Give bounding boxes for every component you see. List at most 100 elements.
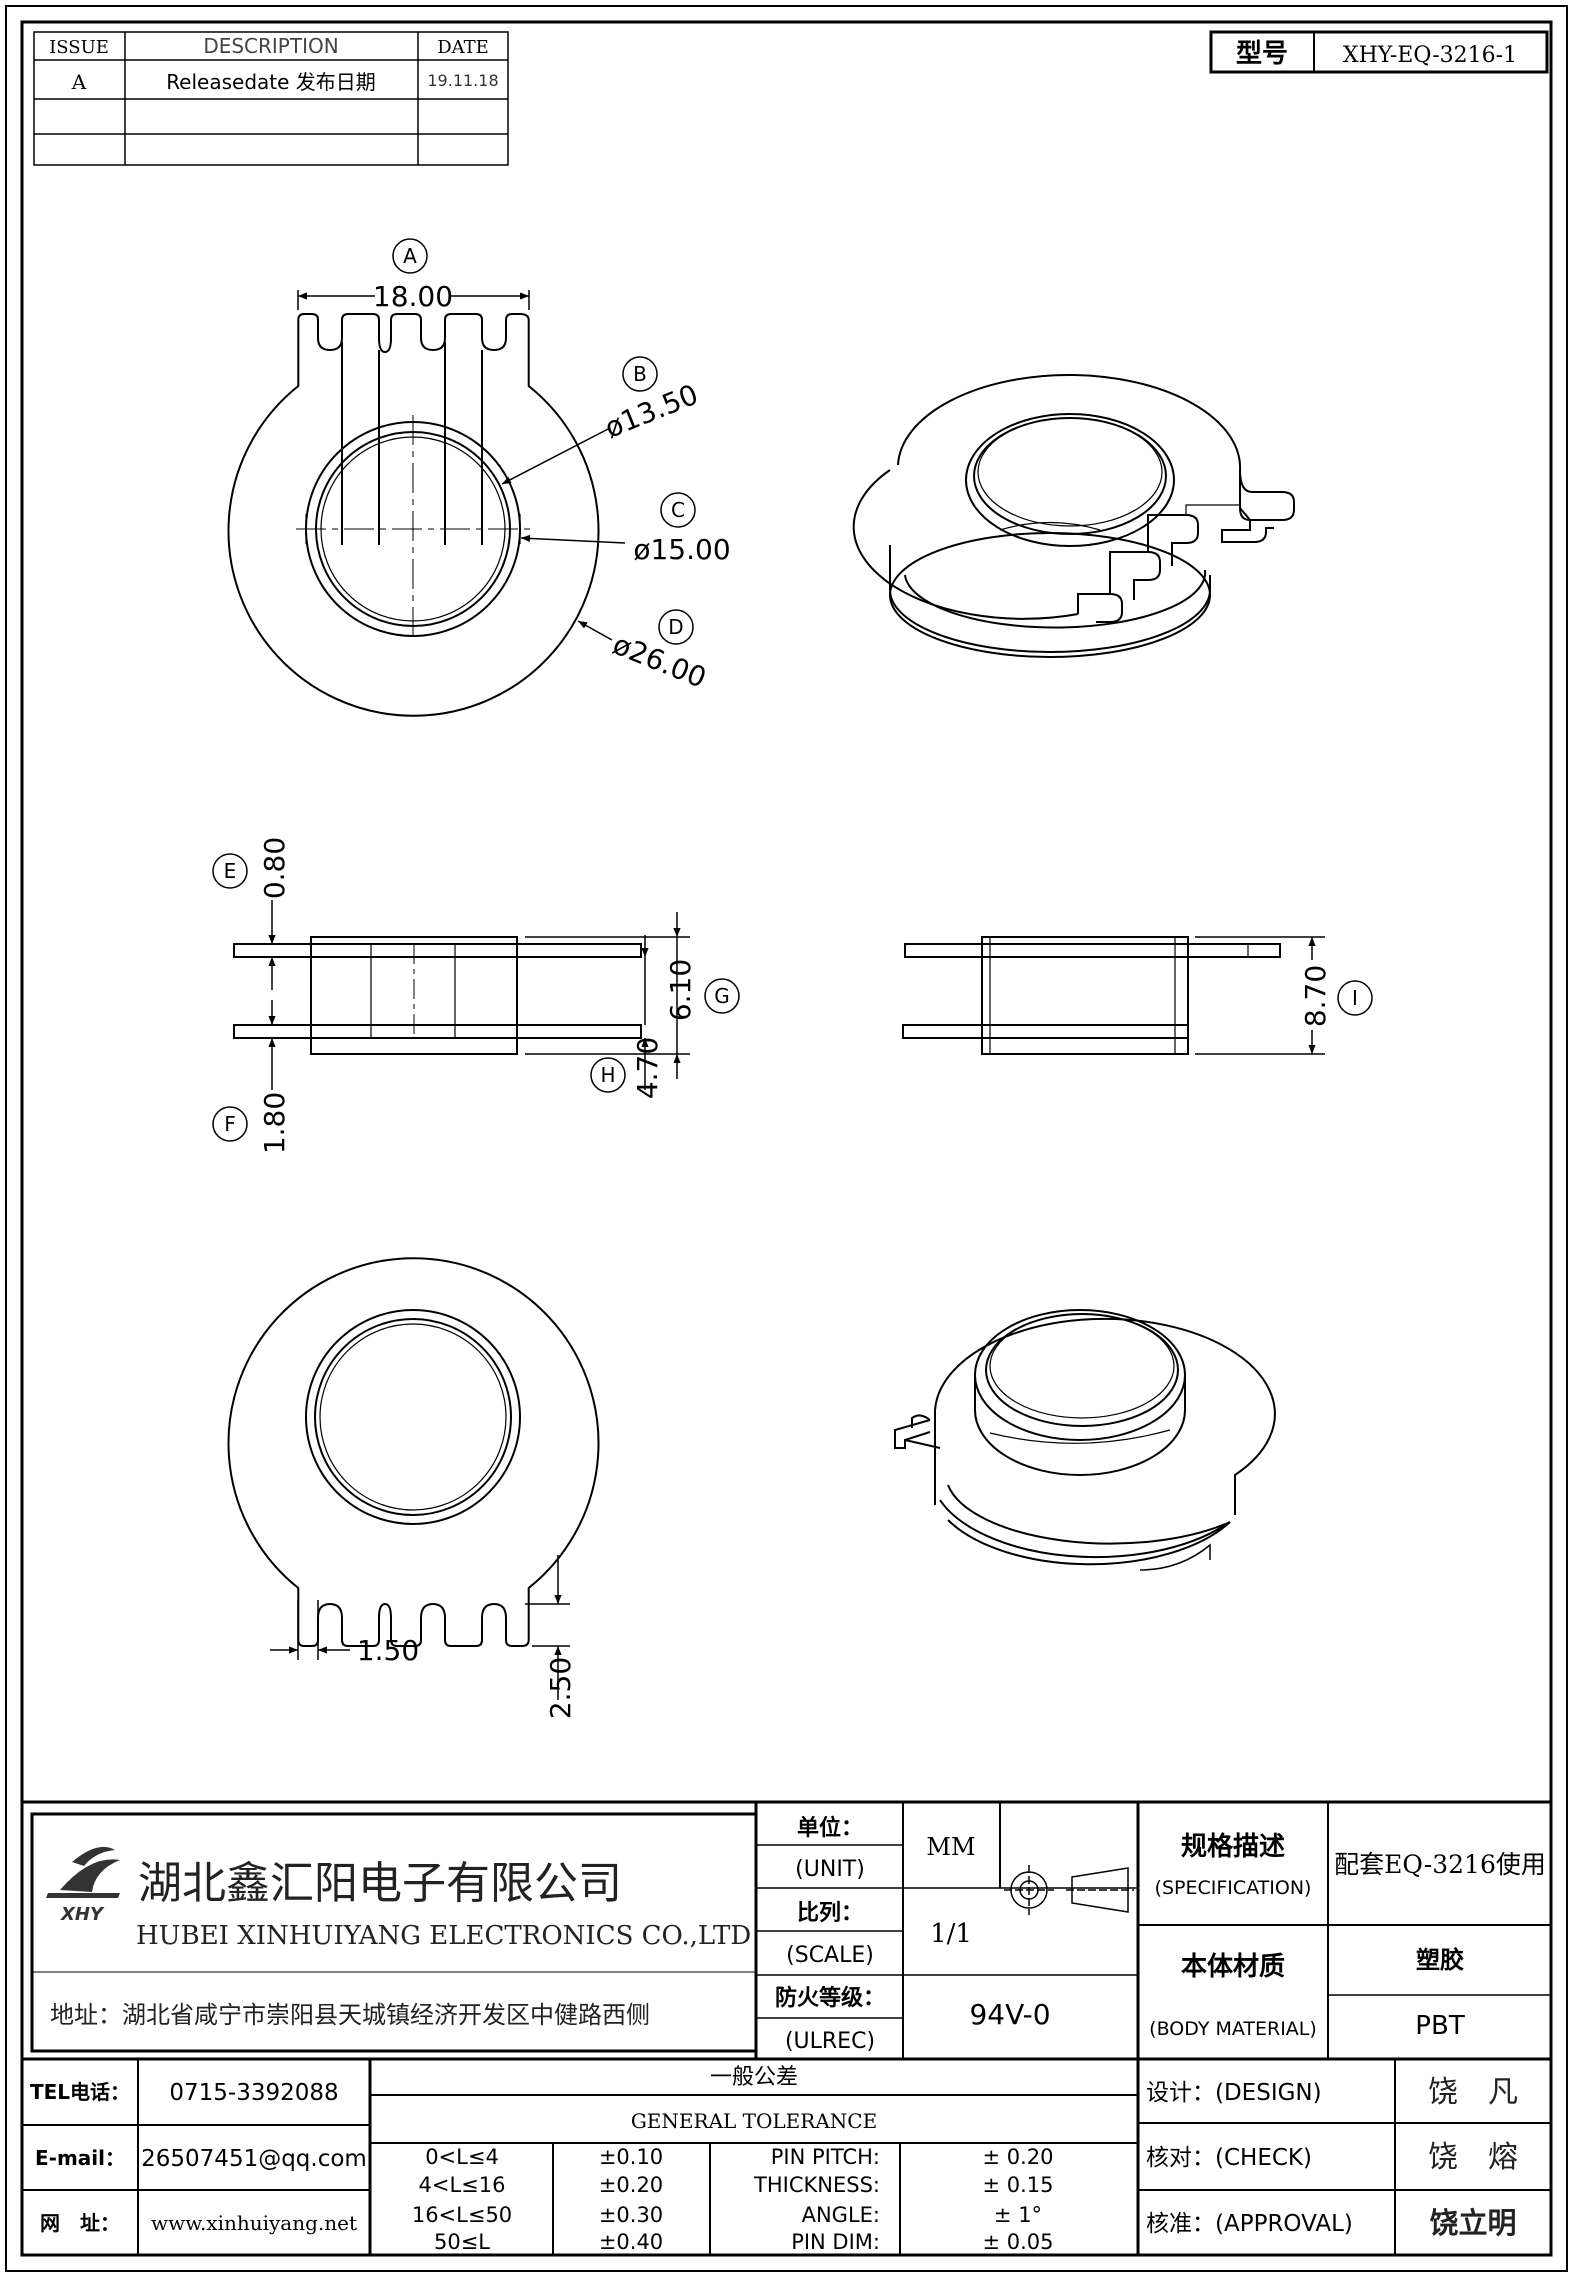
unit-label-en: (UNIT)	[795, 1857, 865, 1882]
tolerance-value: ±0.30	[599, 2203, 663, 2227]
dim-h-lines	[590, 935, 649, 1093]
dim-h-value: 4.70	[631, 1037, 664, 1099]
email-label: E-mail：	[35, 2146, 125, 2170]
tolerance-value: ±0.20	[599, 2173, 663, 2197]
material-label-cn: 本体材质	[1181, 1952, 1285, 1982]
dim-g-balloon: G	[714, 984, 730, 1008]
check-name: 饶 熔	[1428, 2140, 1518, 2175]
dim-pin-length-value: 2.50	[544, 1657, 577, 1719]
sheet-border-inner	[20, 20, 1553, 2257]
logo-text: XHY	[60, 1904, 105, 1925]
design-label: 设计：(DESIGN)	[1146, 2080, 1322, 2106]
tolerance-extra-name: PIN DIM:	[791, 2230, 880, 2254]
dim-a-balloon: A	[403, 244, 417, 268]
fire-label-en: (ULREC)	[785, 2029, 875, 2054]
dim-c-lines	[520, 492, 696, 544]
tel-value: 0715-3392088	[169, 2080, 338, 2106]
side-view	[902, 936, 1281, 1055]
dim-d-balloon: D	[668, 615, 683, 639]
web-value: www.xinhuiyang.net	[151, 2211, 357, 2235]
sheet-border-outer	[5, 5, 1568, 2272]
dim-d-lines	[577, 609, 694, 645]
dim-f-balloon: F	[224, 1112, 236, 1136]
tolerance-range: 4<L≤16	[419, 2173, 506, 2197]
dim-f-lines	[212, 1000, 276, 1142]
bottom-view	[227, 1257, 600, 1647]
dim-b-balloon: B	[633, 362, 647, 386]
dim-pin-width-lines	[270, 1600, 350, 1660]
dim-e-lines	[212, 853, 276, 990]
tolerance-value: ±0.10	[599, 2145, 663, 2169]
approval-name: 饶立明	[1429, 2206, 1516, 2240]
front-view	[233, 936, 642, 1055]
rev-row-issue: A	[71, 70, 87, 94]
dim-pin-width-value: 1.50	[357, 1634, 419, 1667]
scale-label-en: (SCALE)	[786, 1943, 874, 1968]
company-logo-icon	[46, 1846, 120, 1898]
rev-header-description: DESCRIPTION	[203, 34, 338, 58]
material-cn: 塑胶	[1416, 1946, 1464, 1974]
tolerance-title-en: GENERAL TOLERANCE	[631, 2109, 877, 2133]
dim-g-value: 6.10	[664, 959, 697, 1021]
dim-a-lines	[297, 238, 530, 310]
tolerance-value: ±0.40	[599, 2230, 663, 2254]
dim-g-lines	[525, 912, 740, 1079]
revision-table	[33, 31, 509, 166]
rev-header-date: DATE	[437, 37, 489, 58]
tolerance-extra-name: PIN PITCH:	[771, 2145, 880, 2169]
material-value: PBT	[1415, 2011, 1465, 2041]
dim-e-balloon: E	[224, 859, 237, 883]
approval-label: 核准：(APPROVAL)	[1146, 2211, 1353, 2237]
model-box	[1209, 30, 1549, 74]
tolerance-range: 0<L≤4	[425, 2145, 499, 2169]
web-label: 网 址：	[40, 2211, 120, 2235]
tel-label: TEL电话：	[30, 2080, 130, 2104]
fire-label-cn: 防火等级：	[775, 1985, 885, 2011]
rev-row-description: Releasedate 发布日期	[166, 70, 376, 94]
dim-d-value: ø26.00	[608, 628, 711, 695]
unit-value: MM	[926, 1833, 975, 1861]
check-label: 核对：(CHECK)	[1146, 2145, 1312, 2171]
tolerance-range: 50≤L	[434, 2230, 490, 2254]
tolerance-extra-value: ± 0.20	[982, 2145, 1053, 2169]
email-value: 26507451@qq.com	[141, 2146, 367, 2172]
tolerance-extra-name: THICKNESS:	[753, 2173, 880, 2197]
dim-a-value: 18.00	[373, 280, 453, 313]
fire-rating-value: 94V-0	[969, 1998, 1050, 2031]
dim-i-lines	[1195, 936, 1373, 1055]
company-name-cn: 湖北鑫汇阳电子有限公司	[138, 1858, 622, 1909]
company-name-en: HUBEI XINHUIYANG ELECTRONICS CO.,LTD	[136, 1921, 751, 1951]
model-label: 型号	[1236, 39, 1288, 69]
projection-symbol-icon	[1004, 1865, 1134, 1915]
design-name: 饶 凡	[1428, 2075, 1518, 2110]
tolerance-extra-value: ± 1°	[994, 2203, 1042, 2227]
dim-pin-length-lines	[525, 1555, 570, 1700]
dim-f-value: 1.80	[258, 1092, 291, 1154]
isometric-view-bottom	[894, 1309, 1276, 1571]
material-label-en: (BODY MATERIAL)	[1149, 2018, 1317, 2040]
rev-header-issue: ISSUE	[49, 37, 109, 58]
scale-label-cn: 比列：	[797, 1901, 863, 1926]
tolerance-extra-value: ± 0.05	[982, 2230, 1053, 2254]
spec-label-cn: 规格描述	[1181, 1831, 1285, 1862]
company-address: 地址：湖北省咸宁市崇阳县天城镇经济开发区中健路西侧	[50, 2001, 650, 2029]
dim-c-balloon: C	[671, 498, 685, 522]
dim-c-value: ø15.00	[633, 533, 730, 566]
tolerance-extra-name: ANGLE:	[802, 2203, 880, 2227]
spec-label-en: (SPECIFICATION)	[1155, 1877, 1312, 1899]
scale-value: 1/1	[930, 1919, 972, 1949]
dim-b-lines	[501, 356, 658, 485]
tolerance-title-cn: 一般公差	[710, 2065, 798, 2090]
tolerance-range: 16<L≤50	[412, 2203, 512, 2227]
title-block-grid	[22, 1800, 1551, 2255]
dim-e-value: 0.80	[258, 837, 291, 899]
model-number: XHY-EQ-3216-1	[1343, 43, 1517, 68]
dim-b-value: ø13.50	[600, 378, 703, 445]
rev-row-date: 19.11.18	[427, 71, 498, 90]
spec-value: 配套EQ-3216使用	[1334, 1850, 1546, 1879]
dim-i-balloon: I	[1352, 986, 1358, 1010]
dim-h-balloon: H	[600, 1063, 615, 1087]
top-view-centerlines	[296, 415, 530, 640]
unit-label-cn: 单位：	[797, 1815, 863, 1841]
